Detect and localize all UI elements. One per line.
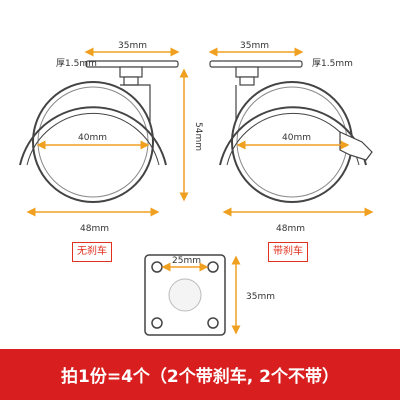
left-wheel-diameter-label: 40mm (78, 133, 107, 143)
hole-spacing-label: 25mm (172, 256, 201, 266)
mount-plate: 25mm 35mm (144, 254, 275, 336)
right-thickness-label: 厚1.5mm (312, 58, 353, 69)
mount-hole (151, 261, 163, 273)
right-overall-width-label: 48mm (276, 224, 305, 234)
right-top-plate (209, 60, 303, 68)
mount-center-boss (168, 278, 202, 312)
height-label: 54mm (193, 122, 203, 151)
left-caster: 35mm 厚1.5mm 40mm 48mm (19, 41, 180, 234)
left-stem (119, 66, 143, 78)
mount-hole (207, 317, 219, 329)
right-caster: 35mm 厚1.5mm 40mm 48mm (208, 41, 374, 234)
left-fork (19, 106, 167, 166)
mount-hole (207, 261, 219, 273)
right-stem (235, 66, 259, 78)
left-top-plate (85, 60, 179, 68)
plate-size-label: 35mm (246, 292, 275, 302)
left-thickness-label: 厚1.5mm (56, 58, 97, 69)
right-brake-lever (339, 131, 373, 161)
left-overall-width-label: 48mm (80, 224, 109, 234)
left-top-width-label: 35mm (118, 41, 147, 51)
right-wheel-diameter-label: 40mm (282, 133, 311, 143)
package-caption-text: 拍1份=4个（2个带刹车, 2个不带） (61, 367, 339, 387)
with-brake-tag: 带刹车 (268, 242, 308, 262)
no-brake-tag: 无刹车 (72, 242, 112, 262)
package-caption: 拍1份=4个（2个带刹车, 2个不带） (0, 349, 400, 400)
right-top-width-label: 35mm (240, 41, 269, 51)
mount-hole (151, 317, 163, 329)
